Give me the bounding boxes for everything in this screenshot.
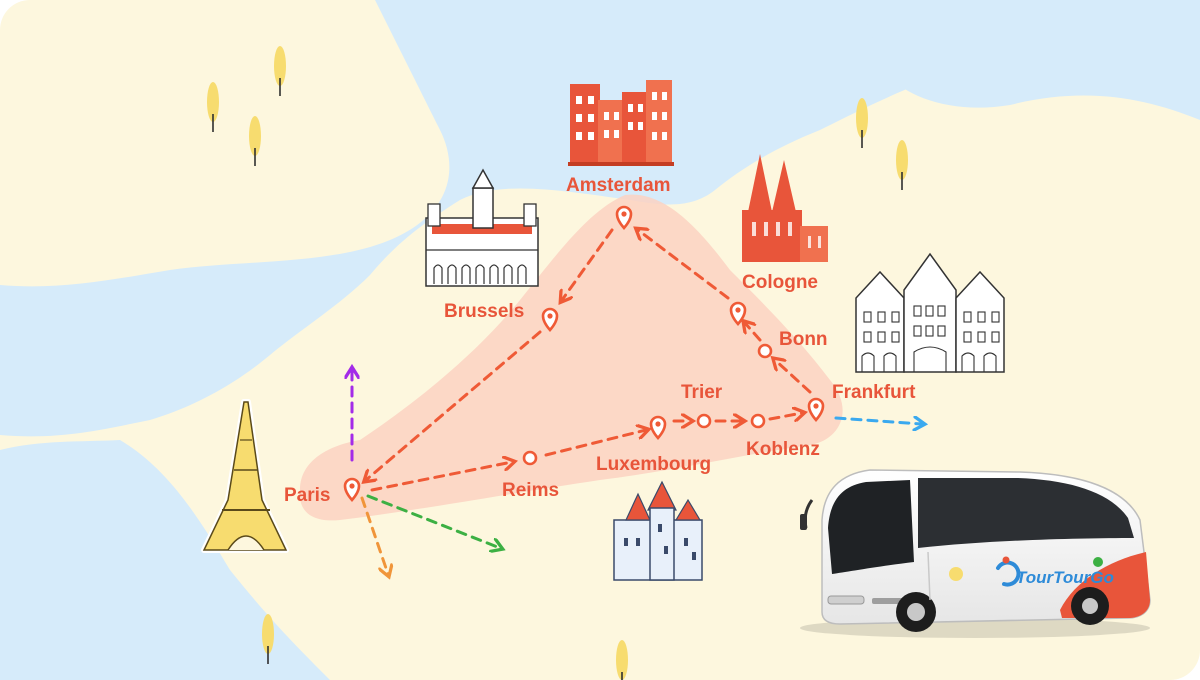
route-cologne-amsterdam (638, 230, 730, 300)
route-brussels-paris (366, 330, 542, 480)
roemer-houses-icon (855, 252, 1005, 373)
route-koblenz-frankfurt (768, 413, 802, 419)
route-area (299, 194, 843, 521)
city-label-luxembourg: Luxembourg (596, 454, 711, 475)
city-label-trier: Trier (681, 382, 723, 403)
arrow-southeast (366, 494, 500, 548)
eiffel-tower-icon (201, 399, 289, 553)
city-label-cologne: Cologne (742, 272, 818, 293)
route-amsterdam-brussels (562, 228, 614, 300)
stop-dot-icon[interactable] (696, 413, 712, 429)
other-directions (352, 370, 922, 574)
arrow-south (360, 496, 388, 574)
city-label-reims: Reims (502, 480, 559, 501)
route-reims-luxembourg (544, 430, 646, 457)
brand-name: TourTourGo (1016, 568, 1114, 587)
city-label-paris: Paris (284, 485, 330, 506)
route-bonn-cologne (745, 323, 762, 342)
city-label-bonn: Bonn (779, 329, 828, 350)
stop-dot-icon[interactable] (757, 343, 773, 359)
brussels-town-hall-icon (425, 168, 539, 287)
tree-icon (615, 639, 629, 680)
castle-icon (613, 480, 703, 581)
stop-dot-icon[interactable] (750, 413, 766, 429)
route-paris-reims (370, 462, 512, 492)
tour-bus-icon: TourTourGo (800, 469, 1151, 638)
city-labels: Paris Reims Luxembourg Trier Koblenz Fra… (284, 175, 916, 506)
city-label-koblenz: Koblenz (746, 439, 820, 460)
arrow-east (834, 418, 922, 424)
cologne-cathedral-icon (742, 154, 828, 262)
route (366, 228, 812, 492)
canal-houses-icon (568, 80, 674, 166)
stop-dot-icon[interactable] (522, 450, 538, 466)
route-stops (343, 205, 825, 502)
city-label-frankfurt: Frankfurt (832, 382, 916, 403)
city-label-amsterdam: Amsterdam (566, 175, 671, 196)
city-label-brussels: Brussels (444, 301, 524, 322)
route-frankfurt-bonn (775, 360, 812, 394)
brand-logo: TourTourGo (949, 556, 1114, 587)
